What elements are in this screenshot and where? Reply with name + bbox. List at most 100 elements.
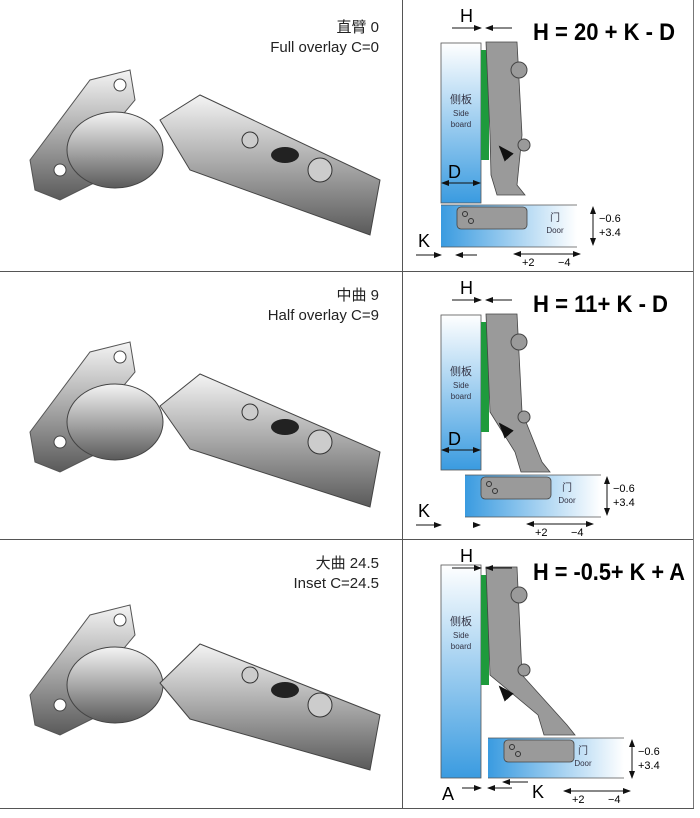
h-label: H [460, 546, 473, 566]
adjust-plus: +2 [522, 257, 535, 268]
hinge-photo [29, 341, 381, 508]
screw-hole [53, 435, 67, 449]
hinge-cup [66, 383, 164, 461]
tolerance-minus: −0.6 [613, 483, 635, 495]
hole [468, 218, 474, 224]
hinge-cup [66, 646, 164, 724]
mounting-plate [481, 322, 489, 432]
caption: 大曲 24.5 Inset C=24.5 [294, 554, 379, 594]
adjust-plus: +2 [535, 527, 548, 539]
adjust-screw [307, 692, 333, 718]
a-label: A [442, 784, 454, 804]
hole [462, 211, 468, 217]
caption: 中曲 9 Half overlay C=9 [268, 286, 379, 326]
side-board-label-cn: 侧板 [450, 614, 472, 628]
formula: H = 11+ K - D [533, 291, 668, 318]
k-label: K [418, 501, 430, 521]
side-board-label-en: board [451, 642, 471, 651]
door-label-en: Door [546, 226, 564, 235]
screw [517, 138, 531, 152]
door-label-en: Door [574, 759, 592, 768]
side-board-label-en: Side [453, 631, 470, 640]
hinge-photo [29, 604, 381, 771]
side-board [440, 42, 482, 204]
adjust-minus: −4 [558, 257, 571, 268]
hole [509, 744, 515, 750]
door-label-cn: 门 [550, 211, 560, 224]
hinge-cup [503, 739, 575, 763]
screw-hole [53, 698, 67, 712]
slot [271, 682, 299, 698]
tolerance-minus: −0.6 [599, 213, 621, 225]
hinge-arm [485, 566, 576, 736]
screw [510, 333, 528, 351]
hinge-photo [29, 69, 381, 236]
hinge-name-en: Inset C=24.5 [293, 575, 379, 592]
adjust-screw [307, 157, 333, 183]
k-label: K [532, 782, 544, 802]
h-label: H [460, 278, 473, 298]
k-label: K [418, 231, 430, 251]
row-full-overlay: 直臂 0 Full overlay C=0 H H = 20 + K - D 侧板 S… [0, 0, 694, 272]
installation-diagram: HH = 11+ K - D侧板Sideboard门Door−0.6+3.4+2… [416, 278, 668, 539]
hinge-cup [456, 206, 528, 230]
installation-diagram: HH = -0.5+ K + A侧板Sideboard门Door−0.6+3.4… [440, 546, 685, 806]
hole [486, 481, 492, 487]
side-board-label-cn: 侧板 [450, 92, 472, 106]
adjust-minus: −4 [571, 527, 584, 539]
slot [271, 147, 299, 163]
mount-screw [241, 403, 259, 421]
door-label-cn: 门 [562, 481, 572, 494]
mounting-plate [481, 50, 489, 160]
screw-hole [113, 350, 127, 364]
side-board-label-en: board [451, 120, 471, 129]
slot [271, 419, 299, 435]
arrow-icon [498, 422, 514, 439]
column-divider [402, 0, 403, 808]
installation-diagram: H H = 20 + K - D 侧板 Side board 门 Door −0.6 +3.4 +… [416, 6, 675, 268]
hinge-arm [159, 94, 381, 236]
side-board-label-en: Side [453, 109, 470, 118]
h-label: H [460, 6, 473, 26]
d-label: D [448, 162, 461, 182]
hinge-arm [159, 643, 381, 771]
hole [492, 488, 498, 494]
mount-screw [241, 131, 259, 149]
tolerance-plus: +3.4 [599, 227, 621, 239]
tolerance-plus: +3.4 [638, 760, 660, 772]
d-label: D [448, 429, 461, 449]
screw-hole [113, 613, 127, 627]
side-board-label-en: board [451, 392, 471, 401]
screw [517, 410, 531, 424]
screw [510, 61, 528, 79]
screw [510, 586, 528, 604]
formula: H = 20 + K - D [533, 19, 675, 46]
adjust-screw [307, 429, 333, 455]
hinge-name-en: Half overlay C=9 [267, 307, 379, 324]
adjust-plus: +2 [572, 794, 585, 806]
door-label-cn: 门 [578, 744, 588, 757]
side-board-label-en: Side [453, 381, 470, 390]
tolerance-plus: +3.4 [613, 497, 635, 509]
screw [517, 663, 531, 677]
right-border [693, 0, 694, 808]
arrow-icon [498, 145, 514, 162]
screw-hole [113, 78, 127, 92]
mount-screw [241, 666, 259, 684]
hinge-name-cn: 大曲 24.5 [315, 555, 379, 572]
hinge-name-cn: 中曲 9 [336, 287, 379, 304]
door-label-en: Door [558, 496, 576, 505]
tolerance-minus: −0.6 [638, 746, 660, 758]
mounting-plate [481, 575, 489, 685]
hinge-name-cn: 直臂 0 [336, 19, 379, 36]
hinge-name-en: Full overlay C=0 [270, 39, 379, 56]
hinge-cup [66, 111, 164, 189]
adjust-minus: −4 [608, 794, 621, 806]
hinge-cup [480, 476, 552, 500]
hole [515, 751, 521, 757]
arrow-icon [498, 685, 514, 702]
hinge-arm [159, 373, 381, 508]
